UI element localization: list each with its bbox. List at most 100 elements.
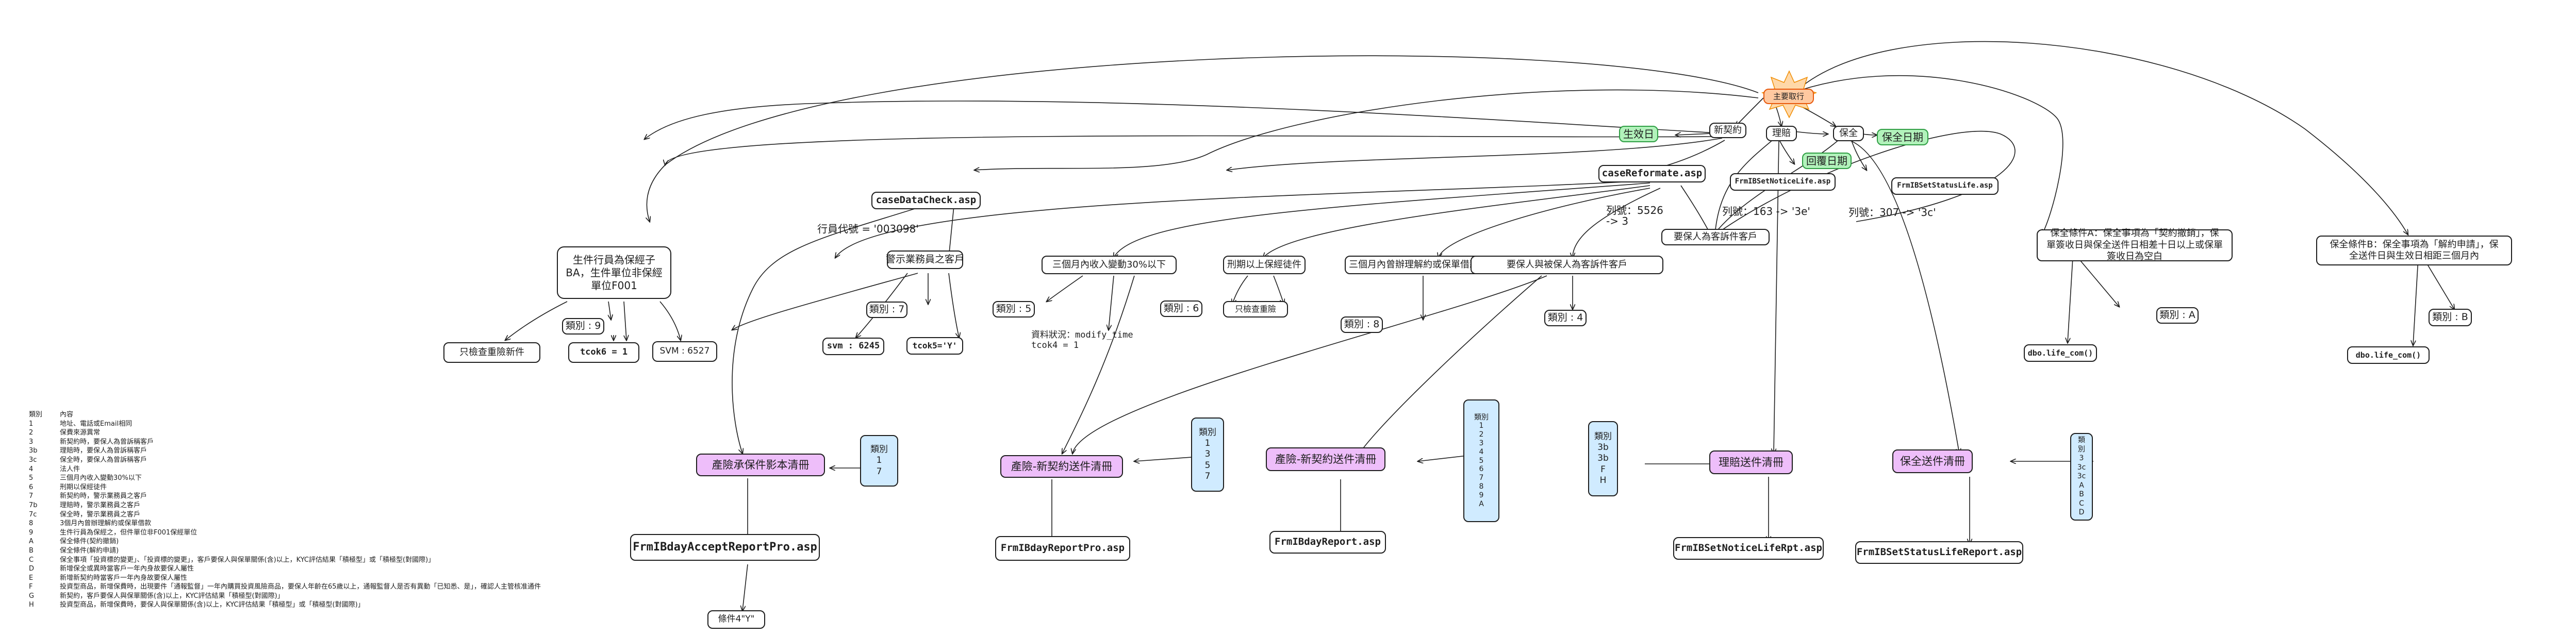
result-r8: dbo.life_com() [2347,346,2430,364]
report-p1: 產險承保件影本清冊 [696,454,825,476]
condition-c7: 要保人為客訴件客戶 [1661,229,1770,245]
tag-effective-date: 生效日 [1619,126,1658,142]
result-r6: 只檢查重險 [1223,301,1288,318]
result-r3: SVM : 6527 [652,341,717,362]
result-r2: tcok6 = 1 [568,342,639,363]
source-case-data-check: caseDataCheck.asp [871,192,981,209]
legend-description: 3個月內曾辦理解約或保單借款 [60,520,152,528]
source-frm-ib-set-status: FrmIBSetStatusLife.asp [1891,177,1999,195]
category-5: 類別 : 5 [993,301,1035,318]
legend-row: 3c 保全時，要保人為曾訴稱客戶 [8,456,541,465]
source-case-reformate: caseReformate.asp [1598,165,1706,182]
category-a: 類別 : A [2156,307,2199,324]
report-file-f1: FrmIBdayAcceptReportPro.asp [630,534,820,561]
legend-row: 7b 理賠時，警示業務員之客戶 [8,501,541,510]
legend-code: B [29,546,34,555]
legend-description: 地址、電話或Email相同 [60,420,133,428]
report-p2: 產險-新契約送件清冊 [1000,455,1123,478]
final-note: 條件4"Y" [707,610,765,629]
legend-description: 保全時，要保人為曾訴稱客戶 [60,456,147,464]
category-7: 類別 : 7 [866,302,907,318]
category-list-b3: 類別 1 2 3 4 5 6 7 8 9 A [1463,399,1499,522]
tag-pos-date: 保全日期 [1877,129,1928,145]
legend-code: A [29,538,34,546]
legend-description: 保費來源異常 [60,429,101,437]
condition-c1: 生件行員為保經子BA，生件單位非保經單位F001 [557,246,671,299]
legend-description: 新契約時，警示業務員之客戶 [60,492,147,500]
result-r4: svm : 6245 [822,338,884,355]
edge-label-staff-code: 行員代號 = '003098' [817,223,919,235]
legend-code: 7c [29,510,37,519]
legend-description: 刑期以保經徒件 [60,483,107,491]
legend-description: 三個月內收入變動30%以下 [60,474,142,482]
hub-new-contract: 新契約 [1709,123,1746,138]
legend-description: 投資型商品，新增保費時，要保人與保單關係(含)以上，KYC評估結果「積極型」或「… [60,601,365,609]
condition-c8: 保全條件A：保全事項為「契約撤銷」，保單簽收日與保全送件日相差十日以上或保單簽收… [2037,228,2233,262]
legend-header: 類別 內容 [29,411,74,419]
legend-row: G 新契約，客戶要保人與保單關係(含)以上，KYC評估結果「積極型(對國際)」 [8,592,541,601]
report-p5: 保全送件清冊 [1892,449,1973,473]
category-list-b1: 類別 1 7 [860,435,898,487]
condition-c5: 三個月內曾辦理解約或保單借款 [1345,256,1483,274]
legend-description: 保全條件(解約申請) [60,546,119,555]
legend-code: 3c [29,456,37,464]
legend-code: F [29,583,33,591]
category-4: 類別 : 4 [1544,310,1587,326]
edge-label-163: 列號：163 -> '3e' [1722,205,1810,218]
legend-description: 新增保全或異時當客戶一年內身故要保人屬性 [60,565,194,573]
legend-row: 3b 理賠時，要保人為曾訴稱客戶 [8,446,541,456]
category-list-b4: 類別 3b 3b F H [1588,421,1618,496]
result-r1: 只檢查重險新件 [443,342,540,363]
legend-description: 理賠時，警示業務員之客戶 [60,501,141,509]
legend-row: B 保全條件(解約申請) [8,546,541,556]
report-p3: 產險-新契約送件清冊 [1266,447,1385,471]
condition-c6: 要保人與被保人為客訴件客戶 [1471,256,1663,274]
legend-description: 保全事項「投資標的變更」、「投資標的變更」，客戶要保人與保單關係(含)以上，KY… [60,556,435,564]
condition-c3: 三個月內收入變動30%以下 [1042,256,1177,274]
edge-label-307: 列號：307 -> '3c' [1848,206,1936,219]
legend-description: 新增新契約時當客戶一年內身故要保人屬性 [60,574,188,582]
condition-c9: 保全條件B：保全事項為「解約申請」，保全送件日與生效日相距三個月內 [2316,236,2512,265]
source-frm-ib-set-notice: FrmIBSetNoticeLife.asp [1730,173,1836,191]
category-9: 類別 : 9 [562,318,604,335]
report-file-f4: FrmIBSetNoticeLifeRpt.asp [1673,537,1824,560]
legend-row: E 新增新契約時當客戶一年內身故要保人屬性 [8,574,541,583]
result-r7: dbo.life_com() [2024,344,2097,362]
legend-code: 7b [29,501,38,509]
legend-code: G [29,592,35,600]
category-6: 類別 : 6 [1160,300,1202,317]
category-b: 類別 : B [2429,309,2472,326]
legend-code: H [29,601,34,609]
report-p4: 理賠送件清冊 [1709,450,1793,474]
result-r5: tcok5='Y' [906,337,963,355]
hub-pos: 保全 [1833,126,1864,141]
hub-claims: 理賠 [1766,126,1797,141]
tag-receipt-date: 回覆日期 [1802,153,1852,169]
legend-description: 理賠時，要保人為曾訴稱客戶 [60,447,147,455]
legend-code: E [29,574,34,582]
legend-description: 保全時，警示業務員之客戶 [60,510,141,519]
legend-code: 4 [29,465,34,473]
legend-row: 7c 保全時，警示業務員之客戶 [8,510,541,520]
report-file-f3: FrmIBdayReport.asp [1269,531,1386,554]
legend-row: F 投資型商品，新增保費時，出現要件「通報監督」一年內購買投資風險商品，要保人年齡… [8,582,541,592]
legend-code: 3 [29,438,34,446]
legend-code: 3b [29,447,38,455]
legend-description: 生件行員為保經之，但件單位非F001保經單位 [60,528,197,537]
legend-code: 2 [29,429,34,437]
condition-c2: 警示業務員之客戶 [886,250,964,269]
legend-description: 新契約，客戶要保人與保單關係(含)以上，KYC評估結果「積極型(對國際)」 [60,592,284,600]
legend-description: 投資型商品，新增保費時，出現要件「通報監督」一年內購買投資風險商品，要保人年齡在… [60,583,541,591]
condition-c4: 刑期以上保經徒件 [1223,256,1306,274]
